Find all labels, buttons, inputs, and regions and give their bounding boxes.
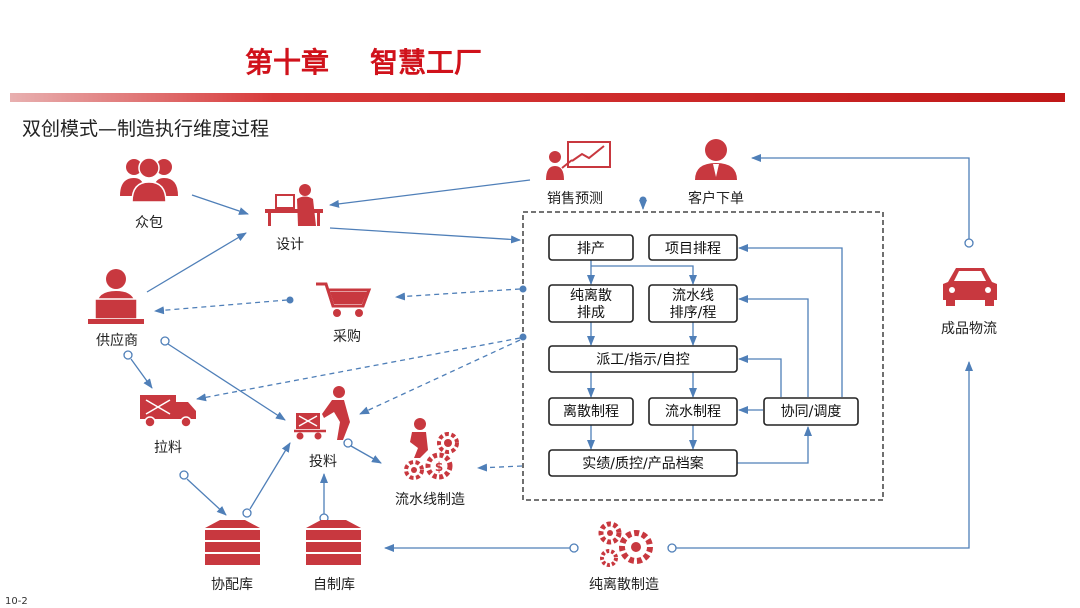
page-title: 智慧工厂 [370,46,482,79]
node-crowdsource: 众包 [120,157,178,231]
node-hauling-label: 拉料 [154,440,182,456]
node-design: 设计 [265,184,323,253]
box-line-schedule: 流水线 排序/程 [648,284,738,323]
node-sales-forecast-label: 销售预测 [547,191,603,207]
delivery-truck-icon [140,395,196,428]
node-discrete-mfg: 纯离散制造 [589,521,659,593]
warehouse-stack-icon [306,520,361,565]
mes-frame [522,211,884,501]
node-hauling: 拉料 [140,395,196,456]
chapter-label: 第十章 [245,46,329,79]
box-archive: 实绩/质控/产品档案 [548,449,738,477]
node-feeding: 投料 [294,386,350,470]
laptop-person-icon [88,269,144,324]
node-line-mfg-label: 流水线制造 [395,492,465,508]
customer-person-icon [695,139,737,180]
page-number: 10-2 [5,596,28,607]
node-crowdsource-label: 众包 [135,215,163,231]
box-project-schedule: 项目排程 [648,234,738,261]
node-self-store: 自制库 [306,520,361,593]
header-bar [10,93,1065,102]
node-discrete-mfg-label: 纯离散制造 [589,576,659,593]
node-design-label: 设计 [276,237,304,253]
node-purchase: 采购 [316,282,372,345]
svg-text:$: $ [435,460,443,474]
box-dispatch: 派工/指示/自控 [548,345,738,373]
node-customer-order-label: 客户下单 [688,190,744,207]
box-coordination-label: 协同/调度 [781,404,842,420]
box-scheduling-label: 排产 [577,241,605,257]
node-logistics-label: 成品物流 [941,321,997,337]
node-logistics: 成品物流 [941,268,997,337]
node-line-mfg: $ 流水线制造 [395,418,465,508]
box-discrete-schedule: 纯离散 排成 [548,284,634,323]
node-sales-forecast: 销售预测 [546,141,611,207]
shopping-cart-icon [316,282,372,317]
box-project-schedule-label: 项目排程 [665,241,721,257]
group-people-icon [120,157,178,203]
box-line-process-label: 流水制程 [665,404,721,420]
box-line-process: 流水制程 [648,397,738,426]
box-line-schedule-line2: 排序/程 [670,305,717,321]
node-customer-order: 客户下单 [688,139,744,207]
box-coordination: 协同/调度 [763,397,859,426]
car-icon [943,268,997,306]
box-discrete-schedule-line2: 排成 [577,305,605,321]
node-coop-store: 协配库 [205,520,260,593]
box-discrete-process-label: 离散制程 [563,403,619,420]
box-discrete-process: 离散制程 [548,397,634,426]
gears-icon [598,521,653,567]
node-coop-store-label: 协配库 [211,577,253,593]
node-supplier: 供应商 [88,269,144,349]
subtitle: 双创模式—制造执行维度过程 [22,118,269,140]
gears-worker-icon: $ [404,418,459,480]
box-archive-label: 实绩/质控/产品档案 [582,455,703,472]
box-discrete-schedule-line1: 纯离散 [570,287,612,304]
box-scheduling: 排产 [548,234,634,261]
hand-cart-worker-icon [294,386,350,440]
node-self-store-label: 自制库 [313,577,355,593]
node-supplier-label: 供应商 [96,332,138,349]
box-dispatch-label: 派工/指示/自控 [596,352,689,368]
node-purchase-label: 采购 [333,329,361,345]
node-feeding-label: 投料 [309,454,337,470]
warehouse-stack-icon [205,520,260,565]
box-line-schedule-line1: 流水线 [672,288,714,304]
presentation-chart-icon [546,141,611,180]
designer-at-desk-icon [265,184,323,226]
